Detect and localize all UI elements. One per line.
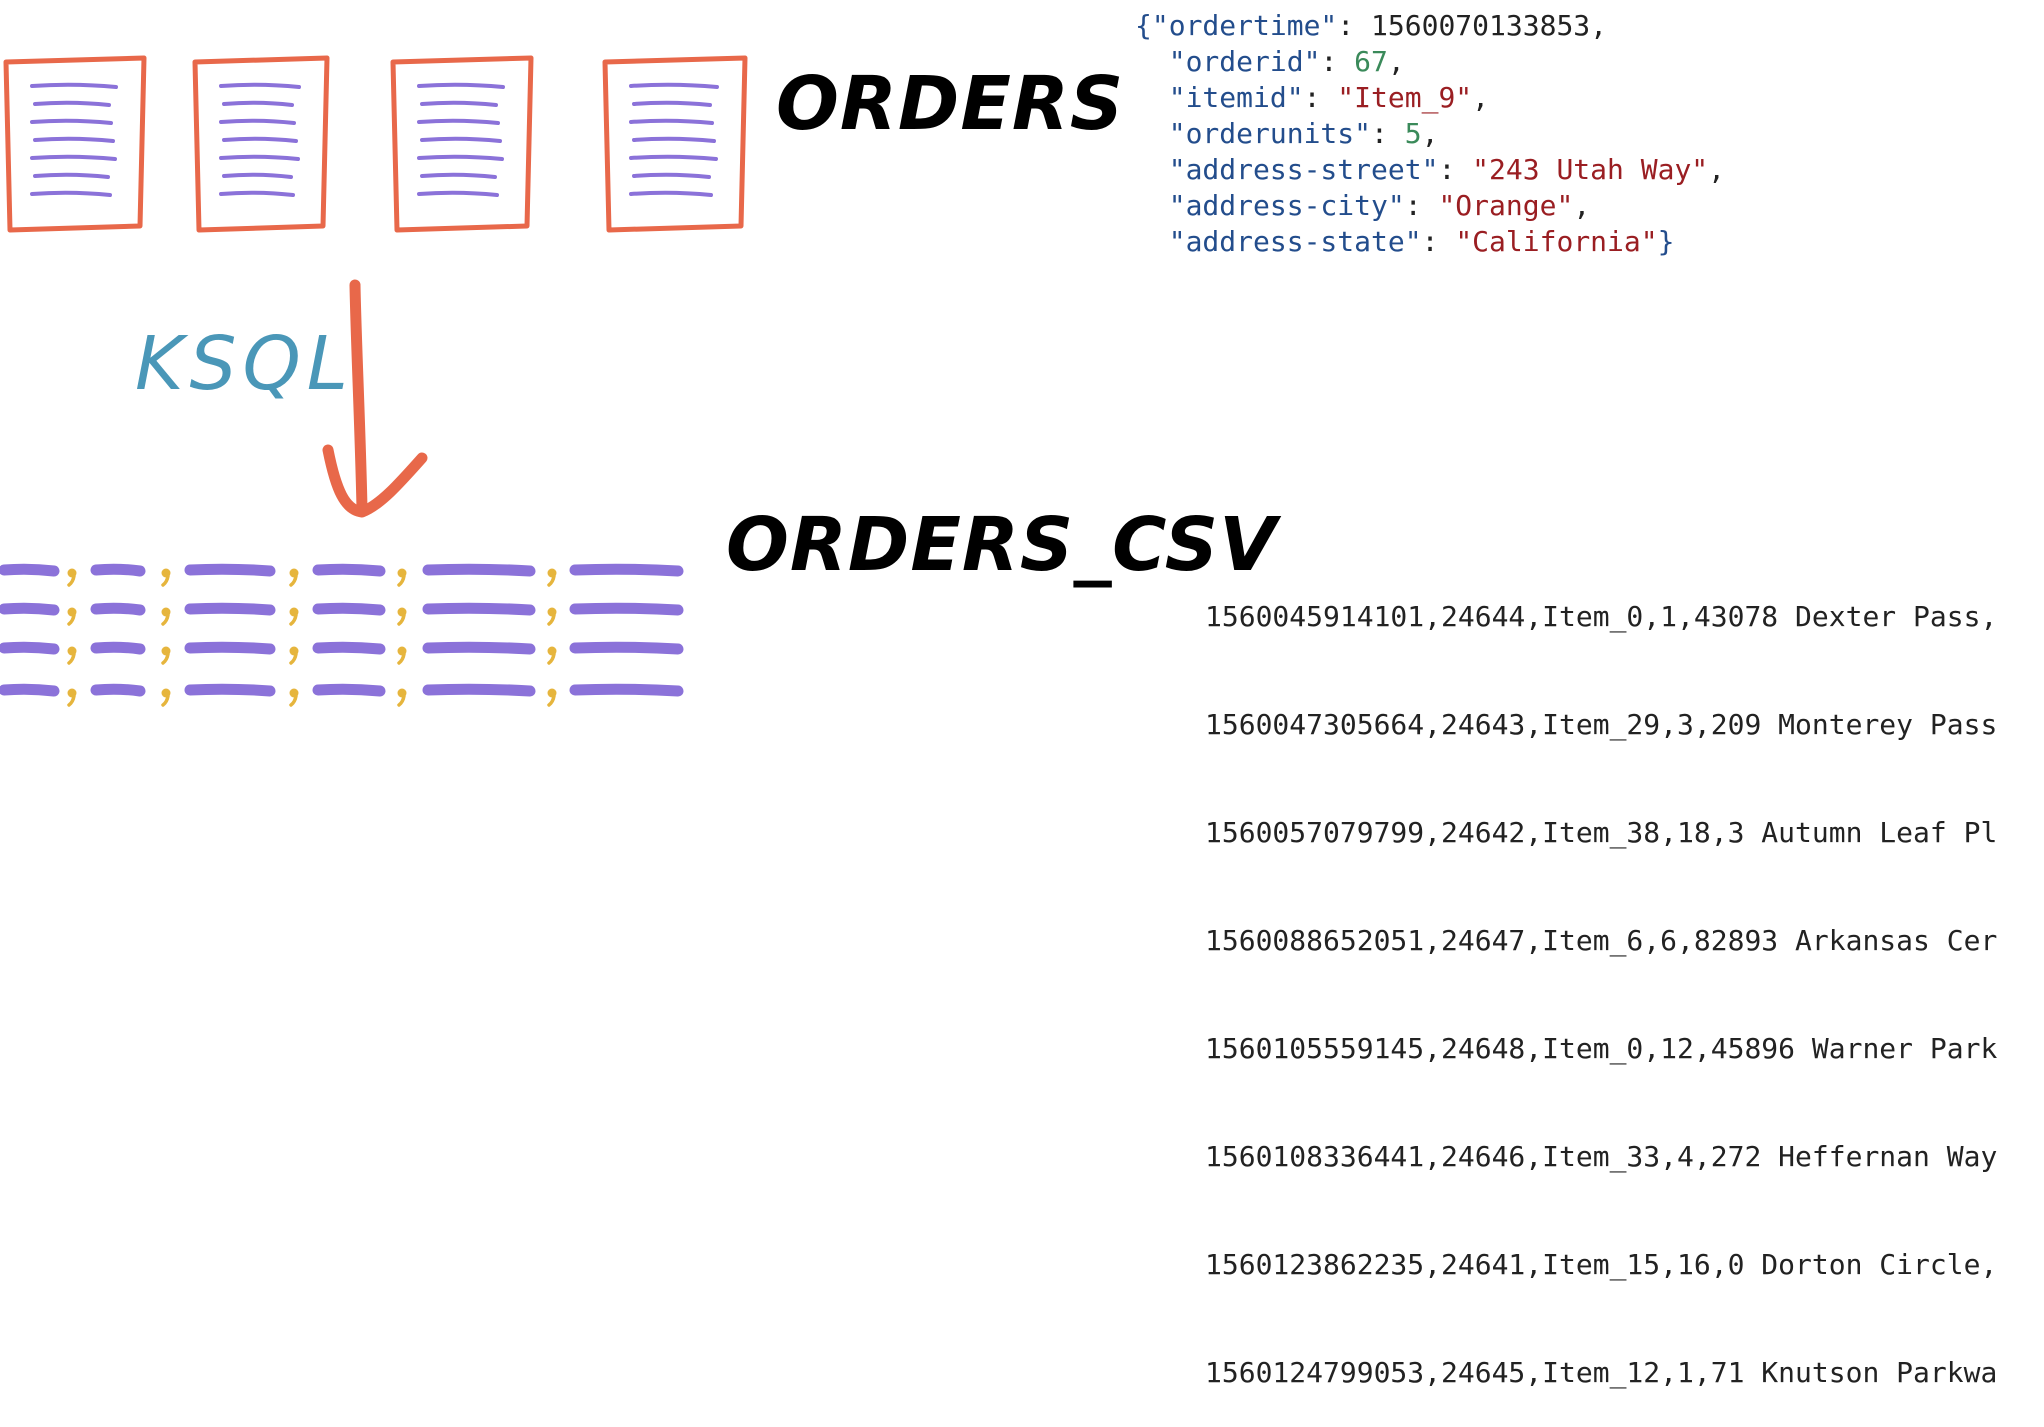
csv-row: 1560105559145,24648,Item_0,12,45896 Warn… — [1205, 1032, 1998, 1065]
json-key-ordertime: "ordertime" — [1151, 9, 1338, 42]
json-record: {"ordertime": 1560070133853, "orderid": … — [1135, 9, 1726, 258]
csv-row: 1560088652051,24647,Item_6,6,82893 Arkan… — [1205, 924, 1998, 957]
csv-row: 1560123862235,24641,Item_15,16,0 Dorton … — [1205, 1248, 1998, 1281]
orders-heading: ORDERS — [776, 61, 1125, 147]
orders-documents — [3, 55, 748, 233]
json-key-itemid: "itemid" — [1168, 81, 1304, 114]
document-icon — [390, 55, 534, 233]
json-value-address-city: "Orange" — [1438, 189, 1574, 222]
document-icon — [3, 55, 147, 233]
json-value-orderunits: 5 — [1404, 117, 1422, 150]
json-key-address-street: "address-street" — [1168, 153, 1439, 186]
json-value-itemid: "Item_9" — [1337, 81, 1473, 114]
csv-table-row-icon — [0, 641, 684, 665]
json-value-orderid: 67 — [1354, 45, 1388, 78]
arrow-down-icon — [322, 279, 428, 518]
csv-table-icon — [0, 563, 684, 707]
json-key-orderid: "orderid" — [1168, 45, 1321, 78]
csv-row: 1560124799053,24645,Item_12,1,71 Knutson… — [1205, 1356, 1998, 1389]
csv-row: 1560045914101,24644,Item_0,1,43078 Dexte… — [1205, 600, 1998, 633]
json-key-address-state: "address-state" — [1168, 225, 1422, 258]
csv-table-row-icon — [0, 602, 684, 626]
ksql-label: KSQL — [135, 321, 354, 407]
json-key-orderunits: "orderunits" — [1168, 117, 1372, 150]
csv-row: 1560057079799,24642,Item_38,18,3 Autumn … — [1205, 816, 1998, 849]
json-value-ordertime: 1560070133853 — [1371, 9, 1591, 42]
orders-csv-heading: ORDERS_CSV — [726, 502, 1278, 588]
json-key-address-city: "address-city" — [1168, 189, 1405, 222]
document-icon — [192, 55, 330, 233]
json-value-address-state: "California" — [1455, 225, 1658, 258]
json-value-address-street: "243 Utah Way" — [1472, 153, 1709, 186]
csv-table-row-icon — [0, 563, 684, 587]
document-icon — [602, 55, 748, 233]
csv-row: 1560047305664,24643,Item_29,3,209 Monter… — [1205, 708, 1998, 741]
csv-row: 1560108336441,24646,Item_33,4,272 Heffer… — [1205, 1140, 1998, 1173]
diagram-artwork — [0, 55, 748, 707]
csv-rows: 1560045914101,24644,Item_0,1,43078 Dexte… — [1205, 527, 2044, 1427]
csv-table-row-icon — [0, 683, 684, 707]
